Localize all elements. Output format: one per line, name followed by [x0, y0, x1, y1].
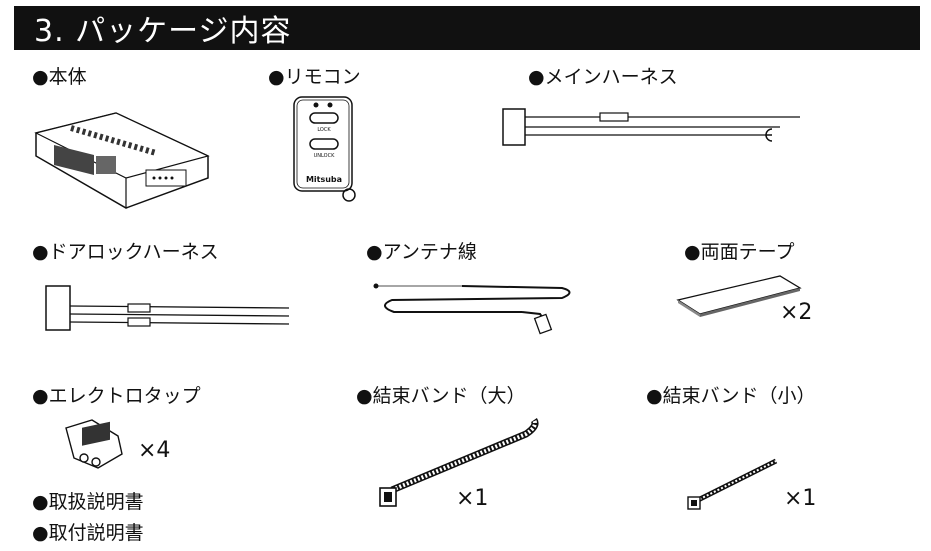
main-unit-illustration: [34, 112, 210, 209]
antenna-label: ●アンテナ線: [366, 241, 477, 263]
tie-small-qty: ×1: [784, 486, 817, 511]
main-unit-label: ●本体: [32, 66, 87, 88]
tie-large-illustration: [379, 418, 539, 507]
door-lock-harness-illustration: [45, 285, 290, 331]
svg-text:UNLOCK: UNLOCK: [314, 153, 335, 159]
tape-qty: ×2: [780, 300, 813, 325]
tie-large-label: ●結束バンド（大）: [356, 385, 526, 407]
manual-handling-label: ●取扱説明書: [32, 491, 144, 513]
svg-text:Mitsuba: Mitsuba: [306, 175, 342, 184]
main-harness-illustration: [502, 108, 800, 146]
tape-label: ●両面テープ: [684, 241, 795, 263]
antenna-illustration: [373, 283, 571, 335]
tape-illustration: [676, 275, 802, 317]
electro-tap-label: ●エレクトロタップ: [32, 385, 201, 407]
svg-text:LOCK: LOCK: [317, 127, 331, 133]
tie-small-illustration: [687, 458, 778, 510]
main-harness-label: ●メインハーネス: [528, 66, 678, 88]
tie-small-label: ●結束バンド（小）: [646, 385, 816, 407]
remote-label: ●リモコン: [268, 66, 361, 88]
manual-install-label: ●取付説明書: [32, 522, 144, 544]
electro-tap-qty: ×4: [138, 438, 171, 463]
door-lock-harness-label: ●ドアロックハーネス: [32, 241, 219, 263]
section-title: 3. パッケージ内容: [34, 14, 292, 49]
tie-large-qty: ×1: [456, 486, 489, 511]
electro-tap-illustration: [65, 419, 123, 469]
section-header: 3. パッケージ内容: [14, 6, 920, 50]
remote-illustration: LOCK UNLOCK Mitsuba: [293, 96, 356, 202]
